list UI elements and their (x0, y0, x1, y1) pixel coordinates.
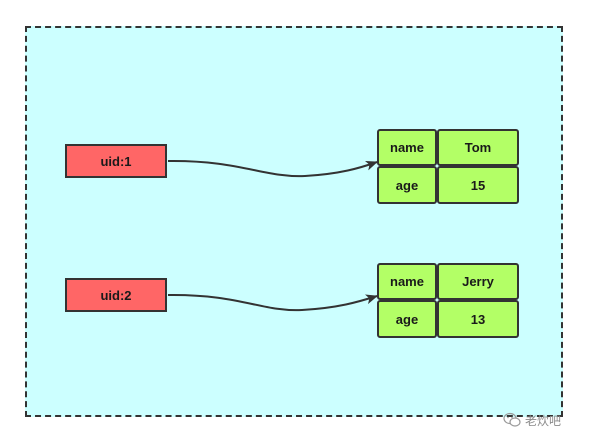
hash-value-cell: Jerry (437, 263, 519, 300)
watermark: 老炊吧 (503, 408, 583, 432)
key-label: uid:2 (100, 287, 132, 303)
hash-value-cell: 15 (437, 166, 519, 204)
wechat-icon (503, 412, 521, 427)
field-label: age (395, 311, 419, 327)
field-label: age (395, 177, 419, 193)
field-label: name (390, 274, 424, 289)
hash-field-cell: age (377, 166, 437, 204)
watermark-text: 老炊吧 (525, 413, 562, 428)
hash-value-cell: 13 (437, 300, 519, 338)
value-label: 15 (470, 177, 486, 193)
key-box-uid-1: uid:1 (65, 144, 167, 178)
value-label: 13 (470, 311, 486, 327)
hash-value-cell: Tom (437, 129, 519, 166)
value-label: Jerry (462, 274, 494, 289)
value-label: Tom (464, 140, 492, 155)
hash-field-cell: name (377, 129, 437, 166)
redis-container (25, 26, 563, 417)
key-label: uid:1 (100, 153, 132, 169)
hash-field-cell: age (377, 300, 437, 338)
field-label: name (390, 140, 424, 155)
hash-table-uid-2: name Jerry age 13 (377, 263, 519, 338)
key-box-uid-2: uid:2 (65, 278, 167, 312)
hash-table-uid-1: name Tom age 15 (377, 129, 519, 204)
hash-field-cell: name (377, 263, 437, 300)
